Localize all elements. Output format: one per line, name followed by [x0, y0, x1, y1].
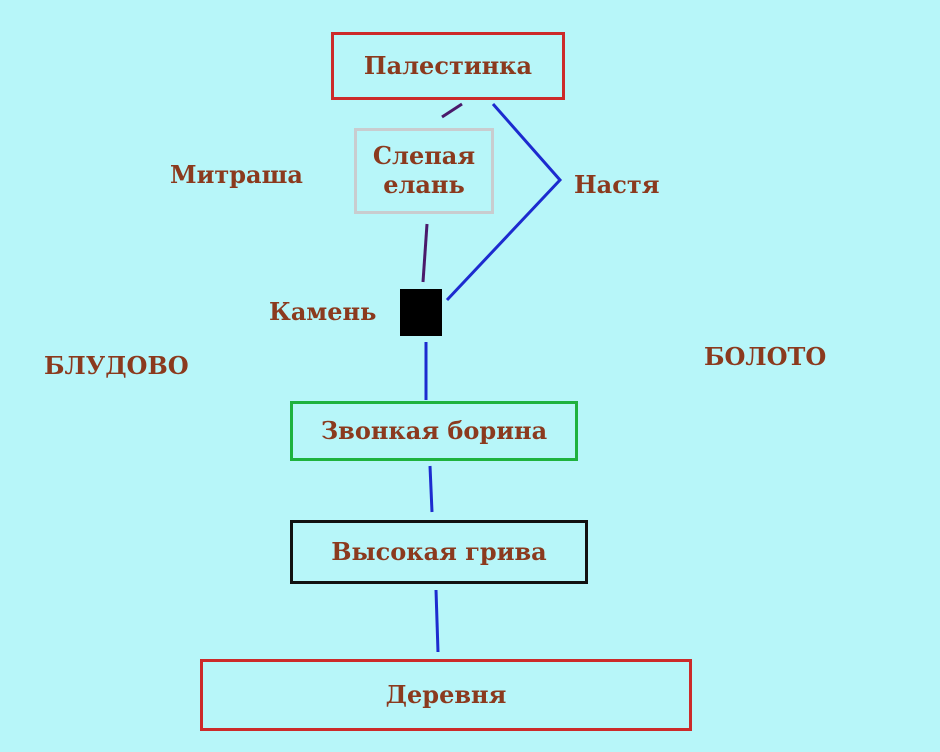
- node-zvonkaya-borina: Звонкая борина: [290, 401, 578, 461]
- path-vysokaya-derevnya: [434, 589, 440, 653]
- node-palestinka: Палестинка: [331, 32, 565, 100]
- label-boloto: БОЛОТО: [704, 342, 827, 371]
- path-palestinka-slepaya: [441, 102, 463, 119]
- label-mitrasha: Митраша: [170, 160, 303, 189]
- node-slepaya-elan: Слепая елань: [354, 128, 494, 214]
- stone-marker: [400, 289, 442, 336]
- label-bludovo: БЛУДОВО: [44, 351, 189, 380]
- path-nastya: [445, 103, 563, 302]
- label-nastya: Настя: [574, 170, 660, 199]
- node-vysokaya-griva: Высокая грива: [290, 520, 588, 584]
- path-zvonkaya-vysokaya: [428, 465, 434, 513]
- path-slepaya-kamen: [421, 223, 429, 283]
- label-kamen: Камень: [269, 297, 377, 326]
- node-derevnya: Деревня: [200, 659, 692, 731]
